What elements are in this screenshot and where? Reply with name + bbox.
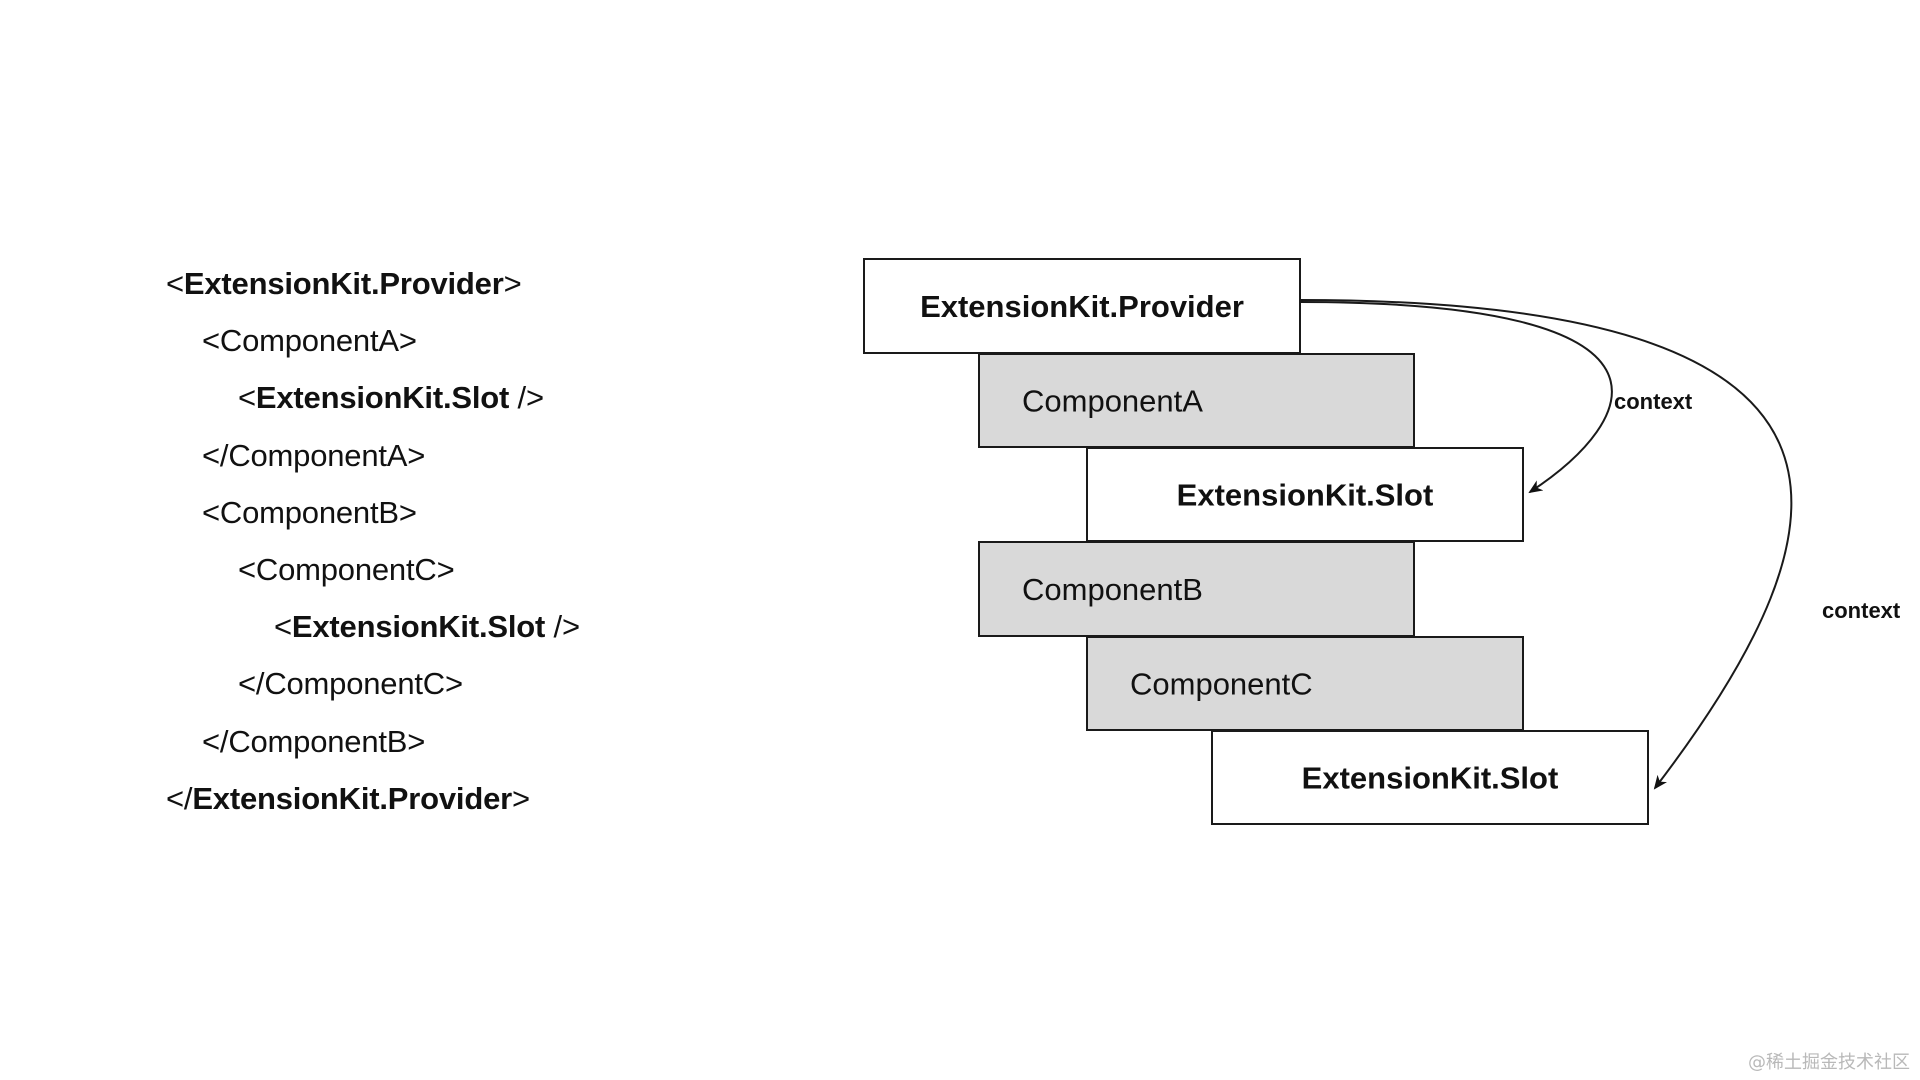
code-tag-name: ExtensionKit.Provider	[183, 266, 504, 301]
code-line: <ExtensionKit.Slot />	[238, 380, 544, 416]
context-arrow	[1299, 301, 1613, 494]
code-tag-name: ComponentA	[228, 437, 408, 473]
code-tag-close: >	[398, 323, 417, 359]
edge-provider-slot2: context	[1299, 299, 1901, 790]
edge-label: context	[1614, 389, 1693, 414]
box-label: ComponentA	[1022, 384, 1203, 419]
code-snippet: <ExtensionKit.Provider><ComponentA><Exte…	[0, 0, 820, 1080]
code-line: </ExtensionKit.Provider>	[166, 781, 530, 817]
code-tag-close: >	[444, 666, 463, 702]
code-tag-close: />	[509, 380, 545, 416]
box-provider: ExtensionKit.Provider	[863, 258, 1301, 354]
code-tag-open: <	[166, 266, 184, 301]
box-label: ComponentC	[1130, 667, 1313, 702]
box-slot1: ExtensionKit.Slot	[1086, 447, 1524, 542]
box-label: ExtensionKit.Provider	[920, 289, 1244, 324]
watermark: @稀土掘金技术社区	[1748, 1052, 1910, 1073]
edge-label: context	[1822, 598, 1901, 623]
box-rect	[978, 353, 1415, 448]
box-rect	[1211, 730, 1649, 825]
code-tag-name: ExtensionKit.Slot	[291, 609, 546, 645]
edge-provider-slot1: context	[1299, 301, 1693, 494]
code-tag-close: >	[398, 494, 417, 530]
code-tag-open: <	[238, 380, 256, 416]
code-tag-close: >	[436, 552, 455, 587]
box-rect	[978, 541, 1415, 637]
box-rect	[1086, 636, 1524, 731]
box-label: ComponentB	[1022, 572, 1203, 607]
box-componentA: ComponentA	[978, 353, 1415, 448]
box-slot2: ExtensionKit.Slot	[1211, 730, 1649, 825]
code-line: <ExtensionKit.Provider>	[166, 266, 522, 302]
code-line: <ComponentC>	[238, 552, 455, 588]
code-tag-open: <	[202, 494, 220, 530]
code-line: </ComponentC>	[238, 666, 463, 702]
code-line: <ExtensionKit.Slot />	[274, 609, 580, 645]
box-componentB: ComponentB	[978, 541, 1415, 637]
code-tag-close: >	[407, 723, 426, 759]
code-tag-name: ExtensionKit.Provider	[192, 780, 512, 816]
box-label: ExtensionKit.Slot	[1177, 478, 1434, 513]
code-tag-open: <	[238, 552, 256, 587]
code-tag-name: ExtensionKit.Slot	[255, 380, 510, 416]
code-tag-close: >	[511, 780, 530, 816]
code-tag-name: ComponentB	[219, 494, 399, 530]
box-label: ExtensionKit.Slot	[1302, 761, 1559, 796]
box-componentC: ComponentC	[1086, 636, 1524, 731]
box-rect	[863, 258, 1301, 354]
code-tag-name: ComponentC	[264, 666, 445, 702]
code-line: </ComponentB>	[202, 724, 425, 760]
code-line: <ComponentA>	[202, 323, 417, 359]
context-arrow	[1299, 299, 1793, 790]
code-tag-close: />	[545, 609, 581, 645]
code-line: </ComponentA>	[202, 438, 425, 474]
code-tag-close: >	[503, 266, 522, 301]
code-tag-open: <	[274, 609, 292, 645]
code-tag-name: ComponentB	[228, 723, 408, 759]
code-tag-name: ComponentC	[255, 552, 437, 587]
code-tag-open: </	[202, 437, 229, 473]
code-tag-open: <	[202, 323, 220, 359]
code-tag-open: </	[166, 780, 193, 816]
code-tag-name: ComponentA	[219, 323, 399, 359]
code-tag-close: >	[407, 437, 426, 473]
code-tag-open: </	[202, 723, 229, 759]
code-line: <ComponentB>	[202, 495, 417, 531]
code-tag-open: </	[238, 666, 265, 702]
